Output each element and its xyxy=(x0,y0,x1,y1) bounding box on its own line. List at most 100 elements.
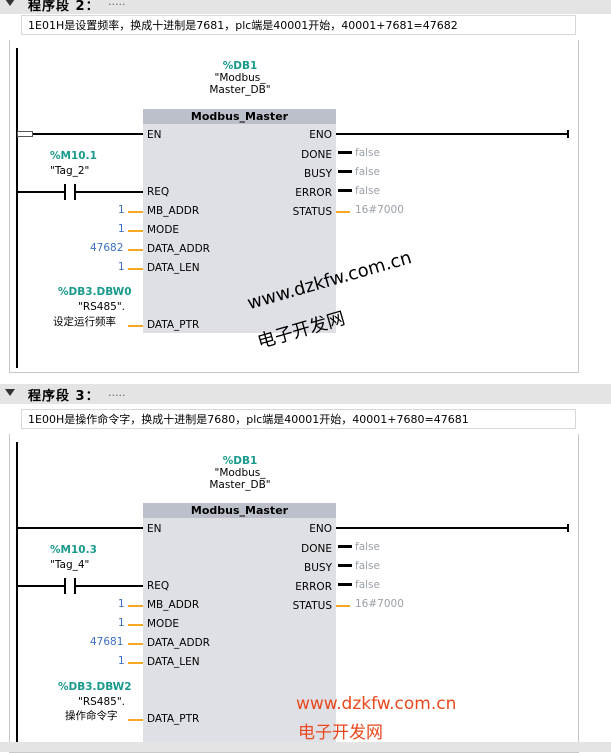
en-wire xyxy=(18,527,143,529)
done-marker xyxy=(338,151,352,154)
contact-symbol[interactable] xyxy=(64,184,76,200)
pin-error: ERROR xyxy=(295,581,332,593)
power-rail xyxy=(16,48,18,368)
instance-db-tag: %DB1 xyxy=(222,455,258,467)
mb-addr-wire xyxy=(128,211,143,213)
eno-wire xyxy=(336,527,569,529)
instance-db-tag: %DB1 xyxy=(222,60,258,72)
instance-db-name-line2: Master_DB" xyxy=(209,84,271,96)
rung-end-marker xyxy=(567,130,569,138)
mode-value[interactable]: 1 xyxy=(118,223,125,235)
pin-data-len: DATA_LEN xyxy=(147,656,200,668)
done-marker xyxy=(338,545,352,548)
en-wire xyxy=(33,133,143,135)
segment-3-header[interactable]: 程序段 3： ..... xyxy=(0,384,611,404)
done-value: false xyxy=(355,147,380,159)
error-marker xyxy=(338,583,352,586)
req-wire-left xyxy=(18,585,64,587)
instance-db-label: %DB1 "Modbus_ Master_DB" xyxy=(180,60,300,96)
pin-req: REQ xyxy=(147,186,170,198)
data-ptr-name: "RS485". xyxy=(78,696,125,708)
pin-en: EN xyxy=(147,523,162,535)
pin-error: ERROR xyxy=(295,187,332,199)
data-addr-value[interactable]: 47682 xyxy=(90,242,124,254)
pin-en: EN xyxy=(147,129,162,141)
contact-name: "Tag_4" xyxy=(50,559,90,571)
pin-done: DONE xyxy=(301,149,332,161)
pin-eno: ENO xyxy=(309,129,332,141)
pin-mode: MODE xyxy=(147,224,180,236)
block-title: Modbus_Master xyxy=(143,109,336,124)
data-ptr-wire xyxy=(128,719,143,721)
req-wire-left xyxy=(18,191,64,193)
data-addr-wire xyxy=(128,249,143,251)
mode-wire xyxy=(128,230,143,232)
mode-wire xyxy=(128,624,143,626)
data-len-wire xyxy=(128,662,143,664)
segment-3-dots: ..... xyxy=(108,386,126,399)
data-ptr-name: "RS485". xyxy=(78,301,125,313)
busy-value: false xyxy=(355,166,380,178)
contact-symbol[interactable] xyxy=(64,578,76,594)
mode-value[interactable]: 1 xyxy=(118,617,125,629)
pin-eno: ENO xyxy=(309,523,332,535)
instance-db-label: %DB1 "Modbus_ Master_DB" xyxy=(180,455,300,491)
pin-data-len: DATA_LEN xyxy=(147,262,200,274)
segment-2-title: 程序段 2： xyxy=(28,0,100,14)
pin-busy: BUSY xyxy=(304,168,332,180)
segment-2-header[interactable]: 程序段 2： ..... xyxy=(0,0,611,14)
error-value: false xyxy=(355,185,380,197)
segment-3-comment[interactable]: 1E00H是操作命令字，换成十进制是7680，plc端是40001开始，4000… xyxy=(21,409,576,429)
pin-data-addr: DATA_ADDR xyxy=(147,637,210,649)
pin-data-ptr: DATA_PTR xyxy=(147,319,200,331)
watermark-url: www.dzkfw.com.cn xyxy=(296,694,457,714)
status-wire xyxy=(336,605,350,607)
error-marker xyxy=(338,189,352,192)
power-rail xyxy=(16,442,18,752)
collapse-triangle-icon[interactable] xyxy=(5,0,15,6)
pin-mode: MODE xyxy=(147,618,180,630)
data-ptr-comment: 操作命令字 xyxy=(65,710,118,722)
busy-marker xyxy=(338,564,352,567)
eno-wire xyxy=(336,133,569,135)
block-title: Modbus_Master xyxy=(143,503,336,518)
modbus-master-block[interactable]: Modbus_Master xyxy=(143,109,336,333)
data-ptr-tag[interactable]: %DB3.DBW0 xyxy=(58,286,132,298)
status-value: 16#7000 xyxy=(355,204,404,216)
busy-value: false xyxy=(355,560,380,572)
pin-data-addr: DATA_ADDR xyxy=(147,243,210,255)
instance-db-name-line1: "Modbus_ xyxy=(214,467,266,479)
req-wire-right xyxy=(76,191,143,193)
watermark-cn: 电子开发网 xyxy=(298,723,383,743)
pin-done: DONE xyxy=(301,543,332,555)
segment-2-dots: ..... xyxy=(108,0,126,8)
status-wire xyxy=(336,211,350,213)
rung-end-marker xyxy=(567,524,569,532)
modbus-master-block[interactable]: Modbus_Master xyxy=(143,503,336,752)
data-ptr-tag[interactable]: %DB3.DBW2 xyxy=(58,681,132,693)
segment-2-comment[interactable]: 1E01H是设置频率，换成十进制是7681，plc端是40001开始，40001… xyxy=(21,15,576,35)
pin-mb-addr: MB_ADDR xyxy=(147,599,200,611)
req-wire-right xyxy=(76,585,143,587)
pin-mb-addr: MB_ADDR xyxy=(147,205,200,217)
data-addr-value[interactable]: 47681 xyxy=(90,636,124,648)
pin-status: STATUS xyxy=(292,600,332,612)
mb-addr-value[interactable]: 1 xyxy=(118,598,125,610)
pin-data-ptr: DATA_PTR xyxy=(147,713,200,725)
status-value: 16#7000 xyxy=(355,598,404,610)
data-len-value[interactable]: 1 xyxy=(118,655,125,667)
pin-status: STATUS xyxy=(292,206,332,218)
contact-tag: %M10.3 xyxy=(50,544,97,556)
data-len-value[interactable]: 1 xyxy=(118,261,125,273)
bottom-bar xyxy=(0,742,611,752)
data-ptr-wire xyxy=(128,325,143,327)
en-connection-marker xyxy=(17,131,33,137)
done-value: false xyxy=(355,541,380,553)
error-value: false xyxy=(355,579,380,591)
busy-marker xyxy=(338,170,352,173)
mb-addr-value[interactable]: 1 xyxy=(118,204,125,216)
collapse-triangle-icon[interactable] xyxy=(5,389,15,396)
contact-tag: %M10.1 xyxy=(50,150,97,162)
pin-req: REQ xyxy=(147,580,170,592)
instance-db-name-line2: Master_DB" xyxy=(209,479,271,491)
